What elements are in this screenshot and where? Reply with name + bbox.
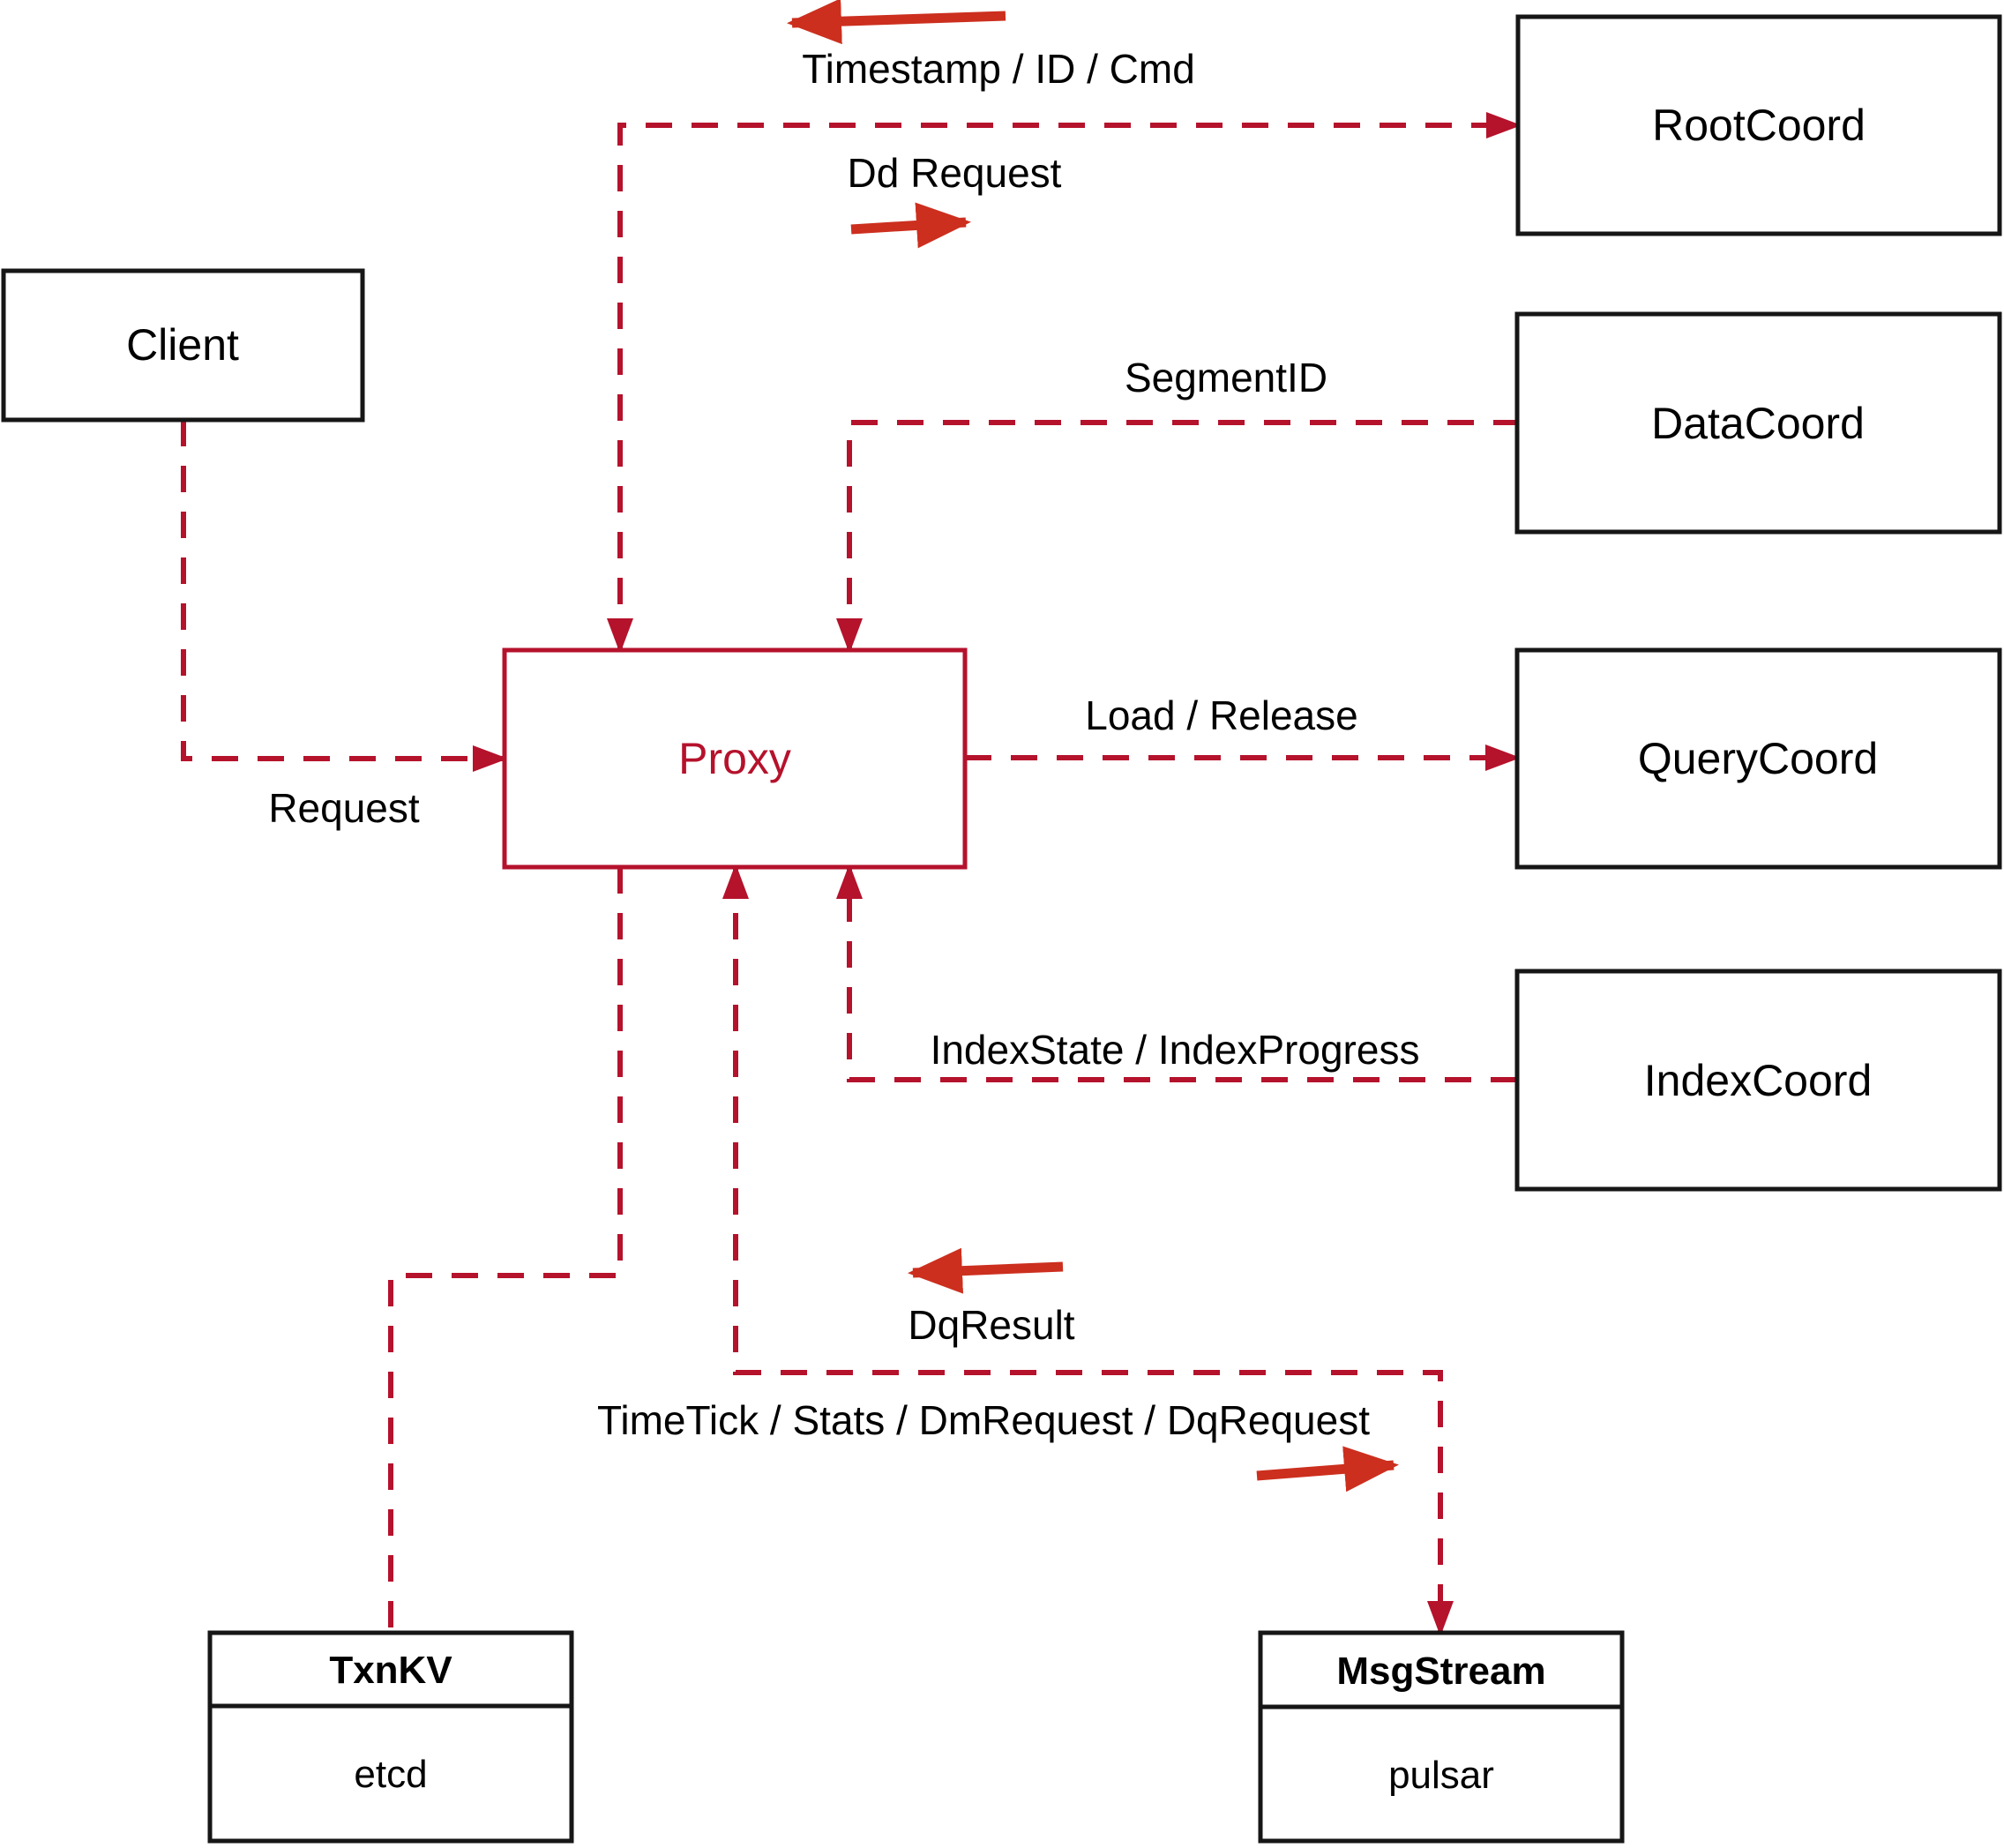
edge-label-request: Request bbox=[268, 785, 420, 831]
edge-label-load-release: Load / Release bbox=[1085, 692, 1357, 738]
node-msgstream-subtitle: pulsar bbox=[1388, 1754, 1494, 1797]
edge-proxy-rootcoord bbox=[607, 112, 1522, 654]
node-client: Client bbox=[1, 268, 365, 423]
node-msgstream-box bbox=[1258, 1630, 1625, 1844]
edge-client-proxy bbox=[181, 420, 508, 772]
node-datacoord-box bbox=[1514, 311, 2002, 535]
edge-proxy-txnkv bbox=[388, 867, 623, 1633]
node-client-box bbox=[1, 268, 365, 423]
node-rootcoord-label: RootCoord bbox=[1652, 101, 1866, 150]
node-txnkv-box bbox=[207, 1630, 574, 1844]
edge-datacoord-proxy bbox=[836, 420, 1517, 654]
node-rootcoord-box bbox=[1515, 14, 2002, 236]
edge-proxy-msgstream bbox=[722, 864, 1454, 1636]
node-indexcoord-label: IndexCoord bbox=[1644, 1056, 1873, 1105]
node-indexcoord: IndexCoord bbox=[1514, 969, 2002, 1192]
node-querycoord: QueryCoord bbox=[1514, 647, 2002, 870]
node-txnkv-title: TxnKV bbox=[329, 1649, 452, 1692]
node-datacoord-label: DataCoord bbox=[1651, 399, 1865, 448]
edge-label-dq-result: DqResult bbox=[908, 1302, 1074, 1348]
node-proxy: Proxy bbox=[502, 647, 968, 870]
arrow-dqresult-left-icon bbox=[908, 1247, 1064, 1294]
edge-label-timetick-stats: TimeTick / Stats / DmRequest / DqRequest bbox=[597, 1397, 1370, 1443]
node-msgstream-title: MsgStream bbox=[1336, 1650, 1545, 1693]
node-querycoord-label: QueryCoord bbox=[1638, 734, 1878, 783]
node-querycoord-box bbox=[1514, 647, 2002, 870]
node-datacoord: DataCoord bbox=[1514, 311, 2002, 535]
node-msgstream: MsgStream pulsar bbox=[1258, 1630, 1625, 1844]
edge-label-segment-id: SegmentID bbox=[1125, 355, 1327, 400]
node-txnkv-subtitle: etcd bbox=[354, 1753, 427, 1796]
edge-label-timestamp-id-cmd: Timestamp / ID / Cmd bbox=[802, 46, 1195, 92]
node-txnkv: TxnKV etcd bbox=[207, 1630, 574, 1844]
arrow-timetick-right-icon bbox=[1256, 1446, 1399, 1493]
node-proxy-label: Proxy bbox=[678, 734, 791, 783]
node-client-label: Client bbox=[126, 320, 239, 370]
node-indexcoord-box bbox=[1514, 969, 2002, 1192]
edge-label-dd-request: Dd Request bbox=[848, 150, 1062, 196]
arrow-dd-request-right-icon bbox=[850, 202, 971, 249]
edge-label-index-state-progress: IndexState / IndexProgress bbox=[931, 1027, 1420, 1073]
arrow-timestamp-left-icon bbox=[787, 0, 1006, 45]
node-rootcoord: RootCoord bbox=[1515, 14, 2002, 236]
node-proxy-box bbox=[502, 647, 968, 870]
